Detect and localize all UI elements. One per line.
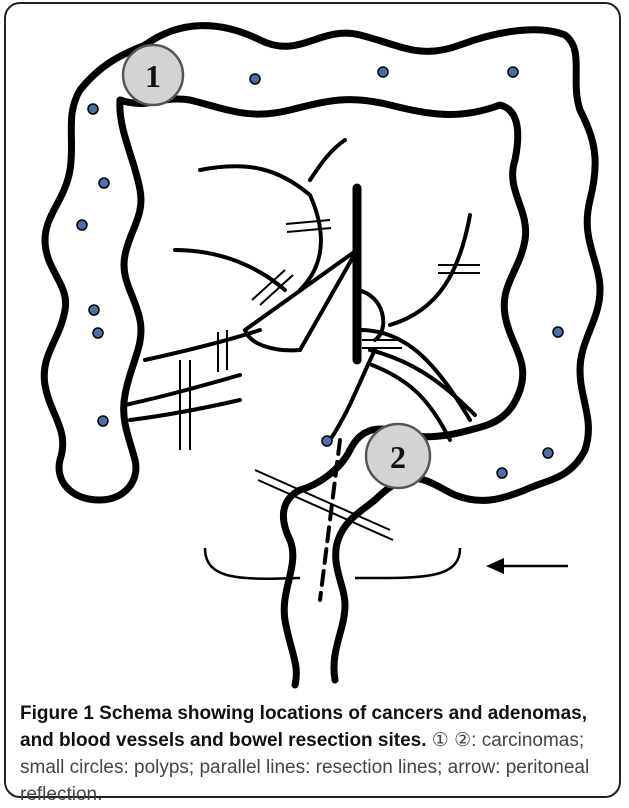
polyp	[553, 327, 563, 337]
vessel-branch-top	[310, 140, 345, 180]
carcinoma-2: 2	[366, 424, 430, 488]
polyp	[88, 104, 98, 114]
polyp	[378, 67, 388, 77]
vessel-branch-lower-left	[145, 330, 260, 360]
polyp	[98, 416, 108, 426]
polyp	[497, 468, 507, 478]
blood-vessels	[125, 140, 475, 600]
resection-line-g2	[258, 480, 393, 540]
resection-line-a2	[287, 228, 331, 232]
polyp	[99, 178, 109, 188]
vessel-triangle	[245, 250, 357, 350]
vessel-branch-right-1	[360, 330, 470, 420]
figure-caption: Figure 1 Schema showing locations of can…	[20, 700, 610, 808]
polyp	[543, 448, 553, 458]
peritoneal-reflection	[205, 548, 568, 579]
resection-line-a1	[286, 220, 330, 224]
vessel-branch-lower-left-3	[130, 400, 240, 420]
polyp	[77, 220, 87, 230]
carcinoma-1: 1	[123, 45, 183, 105]
polyp	[322, 436, 332, 446]
polyp	[250, 74, 260, 84]
carcinoma-1-label: 1	[145, 58, 161, 94]
polyp	[508, 67, 518, 77]
polyp	[93, 328, 103, 338]
vessel-branch-upper-right	[390, 215, 470, 325]
bowel-schema-diagram: 1 2	[0, 0, 629, 700]
polyp	[89, 305, 99, 315]
vessel-branch-lower-left-2	[125, 375, 240, 405]
arrow-head	[486, 558, 504, 574]
vessel-branch-down	[330, 350, 375, 440]
carcinoma-2-label: 2	[390, 439, 406, 475]
